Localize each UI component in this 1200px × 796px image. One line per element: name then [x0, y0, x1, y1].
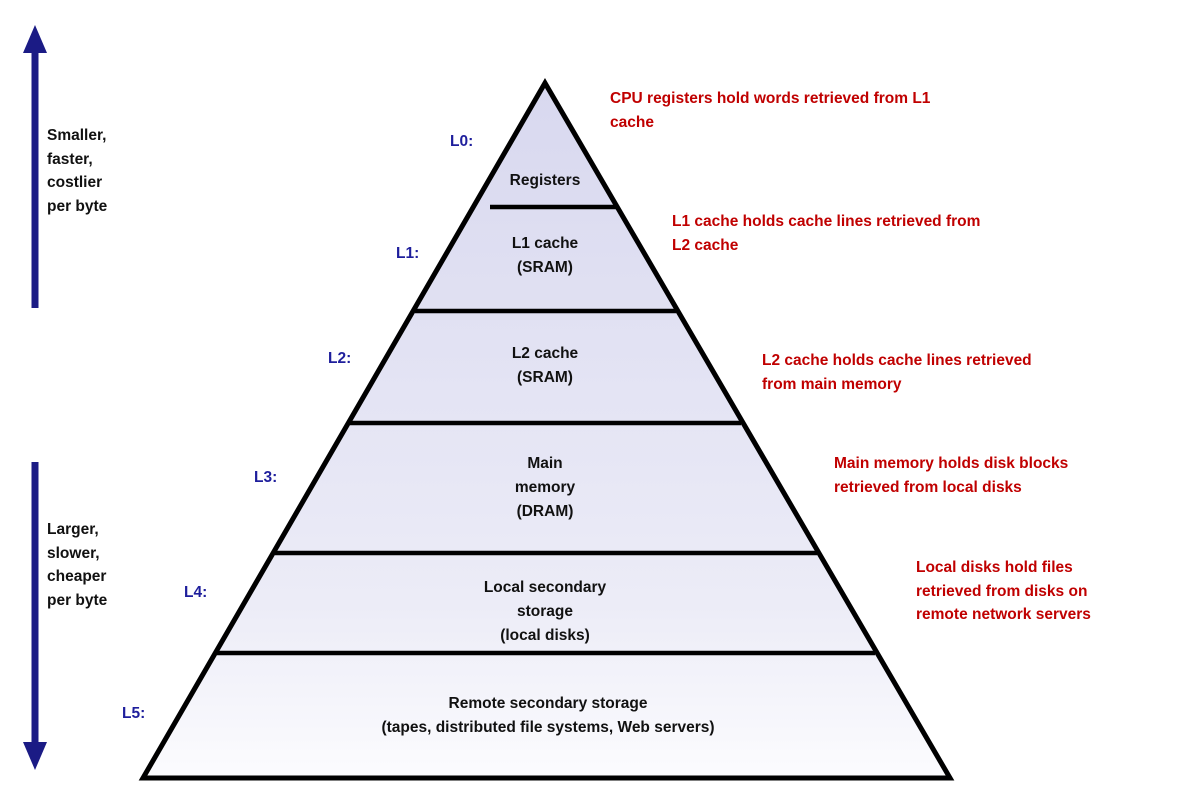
level-label-l5: L5: — [122, 705, 146, 722]
bottom-axis-note: Larger, slower, cheaper per byte — [47, 521, 108, 609]
annotation-l1: L1 cache holds cache lines retrieved fro… — [672, 213, 981, 254]
band-registers: Registers — [509, 172, 581, 189]
up-arrow-icon — [23, 25, 47, 308]
top-axis-note: Smaller, faster, costlier per byte — [47, 127, 108, 215]
annotation-l0: CPU registers hold words retrieved from … — [610, 90, 931, 131]
band-remote-secondary-storage: Remote secondary storage (tapes, distrib… — [381, 695, 715, 736]
level-label-l4: L4: — [184, 584, 208, 601]
level-label-l2: L2: — [328, 350, 352, 367]
level-label-l0: L0: — [450, 133, 474, 150]
down-arrow-icon — [23, 462, 47, 770]
level-label-l3: L3: — [254, 469, 278, 486]
pyramid-triangle — [138, 78, 955, 781]
band-main-memory: Main memory (DRAM) — [514, 455, 576, 520]
level-label-l1: L1: — [396, 245, 420, 262]
annotation-l4: Local disks hold files retrieved from di… — [916, 559, 1091, 623]
annotation-l3: Main memory holds disk blocks retrieved … — [834, 455, 1069, 496]
band-l2-cache: L2 cache (SRAM) — [511, 345, 579, 386]
annotation-l2: L2 cache holds cache lines retrieved fro… — [762, 352, 1032, 393]
band-l1-cache: L1 cache (SRAM) — [511, 235, 579, 276]
band-local-secondary-storage: Local secondary storage (local disks) — [483, 579, 607, 644]
